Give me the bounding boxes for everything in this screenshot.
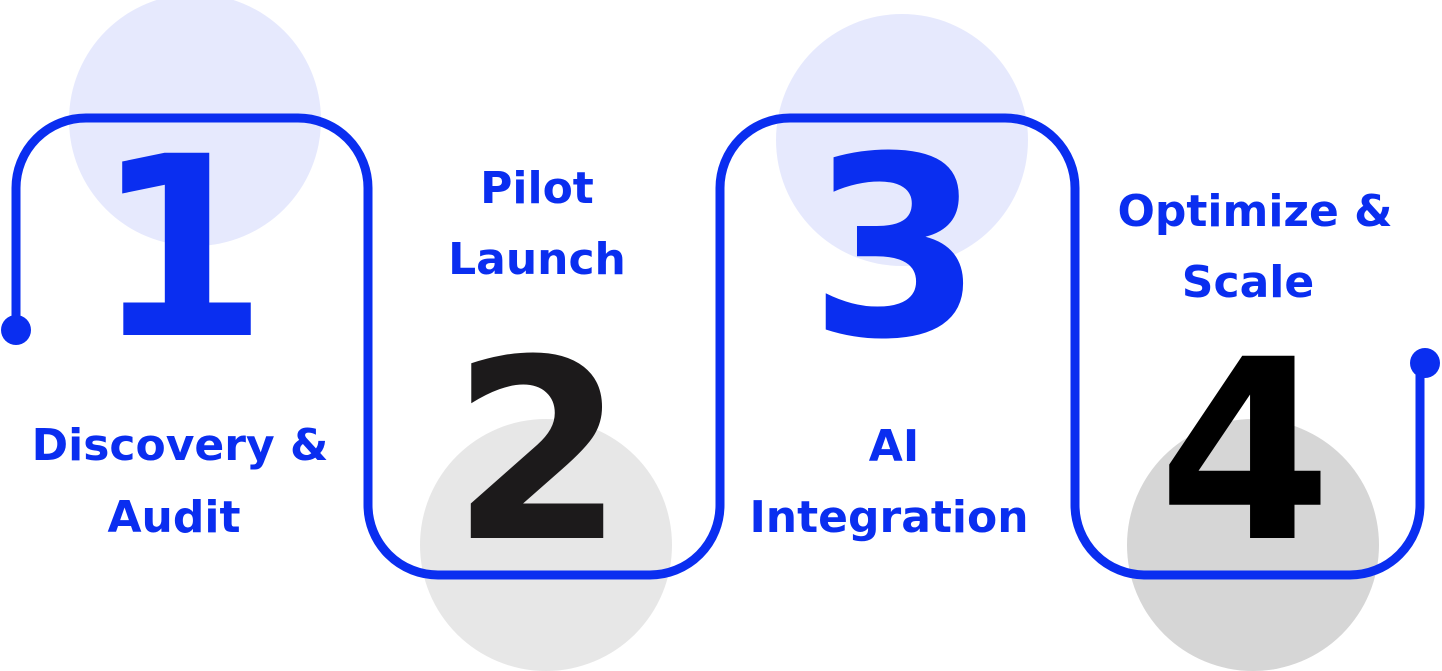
step-4-label-line2: Scale xyxy=(1182,257,1314,308)
step-3-label-line2: Integration xyxy=(749,492,1028,543)
step-2-label-line1: Pilot xyxy=(480,163,594,214)
step-3-number: 3 xyxy=(809,103,983,394)
path-end-dot xyxy=(1410,348,1440,378)
step-1-label-line1: Discovery & xyxy=(32,420,329,471)
step-2-label-line2: Launch xyxy=(448,234,626,285)
step-1-label-line2: Audit xyxy=(108,492,241,543)
step-2-bg-circle xyxy=(420,419,672,671)
step-3-label-line1: AI xyxy=(869,421,919,472)
step-4-label-line1: Optimize & xyxy=(1117,186,1392,237)
path-start-dot xyxy=(1,315,31,345)
step-4-number: 4 xyxy=(1158,306,1332,597)
step-2-number: 2 xyxy=(451,306,625,597)
step-3-bg-circle xyxy=(776,14,1028,266)
step-1-number: 1 xyxy=(94,103,268,394)
connector-path xyxy=(11,113,1425,580)
step-1-bg-circle xyxy=(69,0,321,246)
step-4-bg-circle xyxy=(1127,419,1379,671)
